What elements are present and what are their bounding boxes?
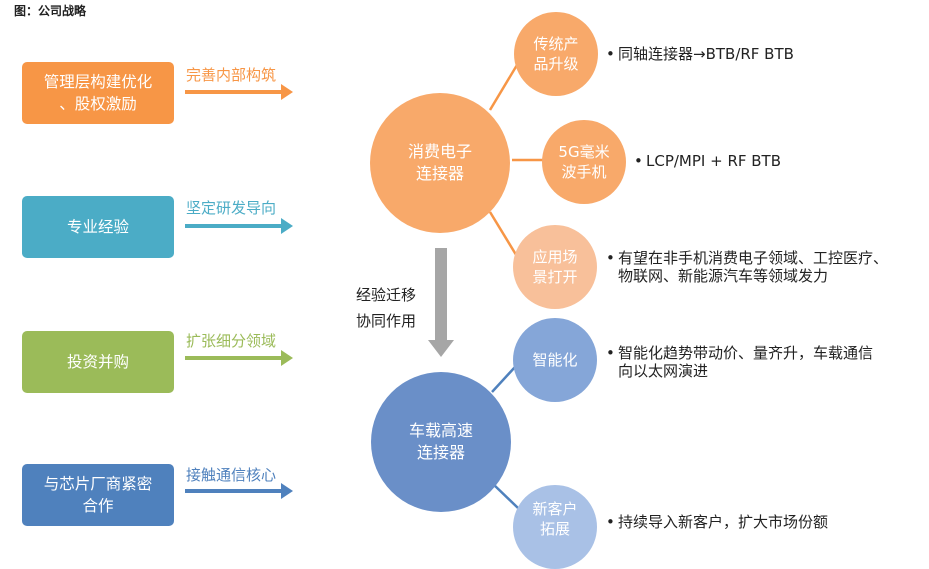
bullet-intelligence: • 智能化趋势带动价、量齐升，车载通信 向以太网演进 [606,344,873,380]
bullet-new-applications: • 有望在非手机消费电子领域、工控医疗、 物联网、新能源汽车等领域发力 [606,249,888,285]
bullet-5g-mmwave: • LCP/MPI + RF BTB [634,152,781,170]
synergy-label: 经验迁移 协同作用 [356,282,416,334]
bullet-text: 智能化趋势带动价、量齐升，车载通信 [618,344,874,362]
bullet-text: 有望在非手机消费电子领域、工控医疗、 [618,249,889,267]
box-line: 专业经验 [66,218,129,236]
arrow-label-3: 扩张细分领域 [186,332,277,350]
strategy-box-chip-partners: 与芯片厂商紧密 合作 [22,464,174,526]
arrow-label-2: 坚定研发导向 [186,199,277,217]
box-line: 与芯片厂商紧密 [43,475,153,493]
hub-line: 连接器 [415,164,464,183]
bullet-dot: • [606,344,615,362]
box-line: 合作 [82,497,114,515]
bullet-text: 持续导入新客户，扩大市场份额 [618,513,829,531]
arrow-label-1: 完善内部构筑 [186,66,277,84]
strategy-box-management: 管理层构建优化 、股权激励 [22,62,174,124]
box-line: 、股权激励 [59,95,137,113]
bullet-product-upgrade: • 同轴连接器→BTB/RF BTB [606,45,794,63]
node-line: 5G毫米 [558,143,610,161]
consumer-connectors [488,59,543,259]
node-line: 景打开 [532,268,578,286]
bullet-dot: • [606,249,615,267]
hub-line: 车载高速 [408,421,473,440]
node-line: 应用场 [532,248,578,266]
node-new-customers: 新客户 拓展 [513,485,597,569]
node-line: 智能化 [532,351,578,369]
bullet-text: 物联网、新能源汽车等领域发力 [618,267,829,285]
box-line: 管理层构建优化 [43,73,153,91]
synergy-line: 经验迁移 [356,286,417,304]
synergy-line: 协同作用 [356,312,417,330]
hub-line: 消费电子 [407,142,472,161]
node-line: 新客户 [532,500,578,518]
arrow-label-4: 接触通信核心 [186,466,277,484]
node-new-applications: 应用场 景打开 [513,225,597,309]
node-line: 拓展 [539,520,570,538]
strategy-box-expertise: 专业经验 [22,196,174,258]
down-arrow [428,248,454,357]
node-product-upgrade: 传统产 品升级 [514,12,598,96]
bullet-text: LCP/MPI + RF BTB [646,152,782,170]
consumer-connector-hub: 消费电子 连接器 [370,93,510,233]
auto-connector-hub: 车载高速 连接器 [371,372,511,512]
arrow-4 [185,483,293,499]
figure-title: 图：公司战略 [14,4,87,18]
bullet-new-customers: • 持续导入新客户，扩大市场份额 [606,513,828,531]
node-5g-mmwave: 5G毫米 波手机 [542,120,626,204]
arrow-2 [185,218,293,234]
arrow-1 [185,84,293,100]
node-intelligence: 智能化 [513,318,597,402]
node-line: 波手机 [561,163,607,181]
box-line: 投资并购 [66,353,129,371]
strategy-box-ma: 投资并购 [22,331,174,393]
arrow-3 [185,350,293,366]
hub-line: 连接器 [416,443,465,462]
bullet-text: 向以太网演进 [618,362,709,380]
connectors-layer [185,59,543,509]
bullet-dot: • [634,152,643,170]
auto-connectors [491,366,519,509]
bullet-dot: • [606,513,615,531]
bullet-text: 同轴连接器→BTB/RF BTB [618,45,794,63]
node-line: 传统产 [533,35,579,53]
bullet-dot: • [606,45,615,63]
node-line: 品升级 [533,55,579,73]
